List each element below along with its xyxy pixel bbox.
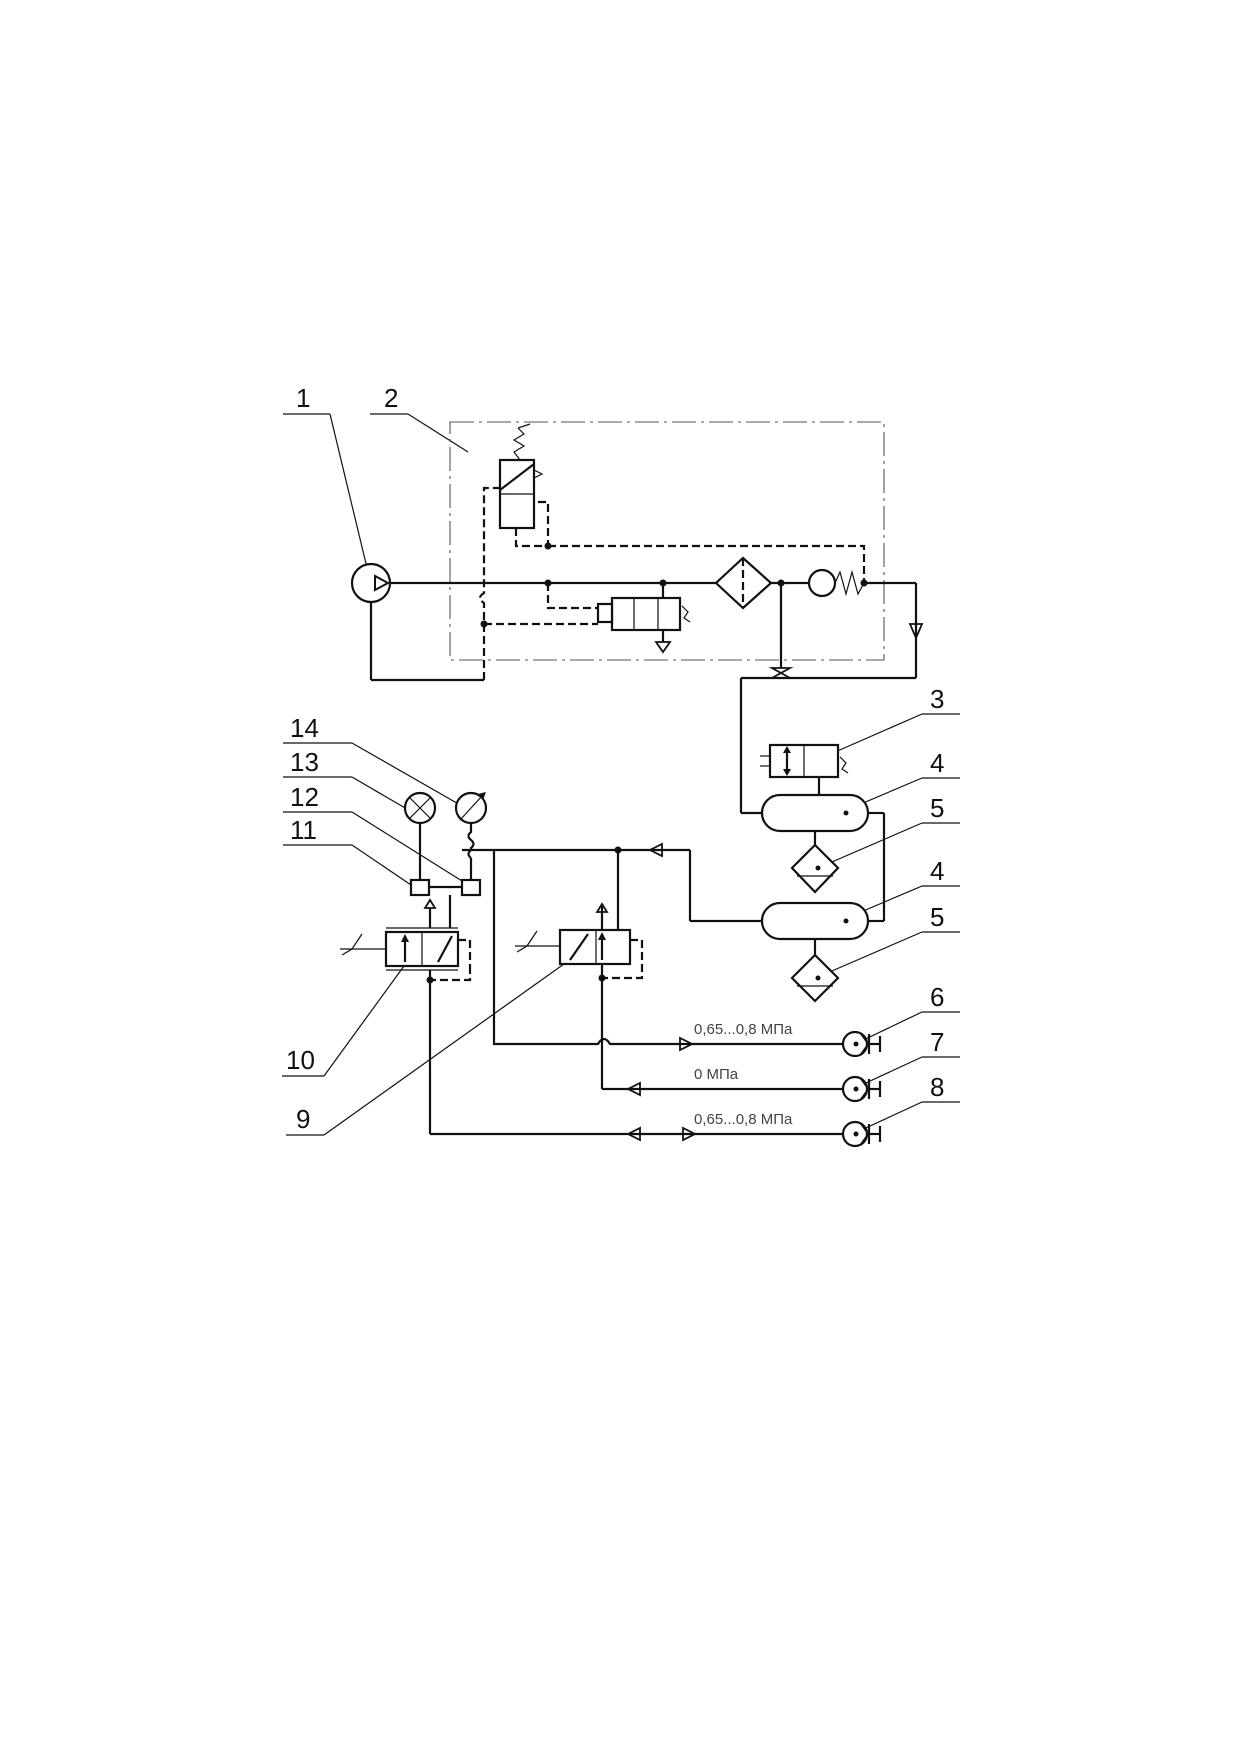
callout-12: 12: [283, 782, 471, 887]
callout-9: 9: [286, 953, 579, 1136]
svg-text:4: 4: [930, 856, 944, 886]
coupler-7: [841, 1075, 882, 1103]
unloading-valve: [596, 583, 691, 654]
svg-text:1: 1: [296, 383, 310, 413]
signal-lamp: [403, 791, 437, 825]
svg-text:5: 5: [930, 793, 944, 823]
callout-13: 13: [283, 747, 413, 813]
svg-text:12: 12: [290, 782, 319, 812]
svg-text:11: 11: [290, 815, 317, 845]
pressure-label-6: 0,65...0,8 МПа: [694, 1021, 793, 1038]
svg-text:3: 3: [930, 684, 944, 714]
safety-valve: [760, 743, 849, 795]
distributor-10: [340, 898, 472, 971]
callout-1: 1: [283, 383, 369, 573]
coupler-6: [841, 1030, 882, 1058]
coupler-8: [841, 1120, 882, 1148]
svg-text:5: 5: [930, 902, 944, 932]
pressure-sensor: [409, 878, 431, 897]
pressure-gauge: [454, 791, 488, 825]
svg-text:2: 2: [384, 383, 398, 413]
callout-14: 14: [283, 713, 463, 807]
compressor-unit-boundary: [449, 421, 885, 661]
pressure-switch-sensor: [460, 878, 482, 897]
svg-text:4: 4: [930, 748, 944, 778]
lower-drain-filter: [790, 953, 840, 1003]
callout-10: 10: [282, 965, 405, 1077]
callout-3: 3: [825, 684, 960, 757]
upper-drain-filter: [790, 843, 840, 894]
pressure-switch: [498, 423, 544, 530]
callout-2: 2: [370, 383, 469, 453]
callout-11: 11: [283, 815, 415, 888]
svg-text:9: 9: [296, 1104, 310, 1134]
svg-text:13: 13: [290, 747, 319, 777]
pressure-label-7: 0 МПа: [694, 1066, 739, 1083]
compressor: [350, 562, 392, 604]
svg-text:14: 14: [290, 713, 319, 743]
pressure-label-8: 0,65...0,8 МПа: [694, 1111, 793, 1128]
svg-text:8: 8: [930, 1072, 944, 1102]
svg-text:10: 10: [286, 1045, 315, 1075]
svg-text:6: 6: [930, 982, 944, 1012]
distributor-9: [515, 902, 644, 980]
callout-5-lower: 5: [817, 902, 960, 978]
svg-text:7: 7: [930, 1027, 944, 1057]
lower-receiver: [760, 901, 870, 941]
callout-5-upper: 5: [817, 793, 960, 869]
upper-receiver: [760, 793, 870, 833]
